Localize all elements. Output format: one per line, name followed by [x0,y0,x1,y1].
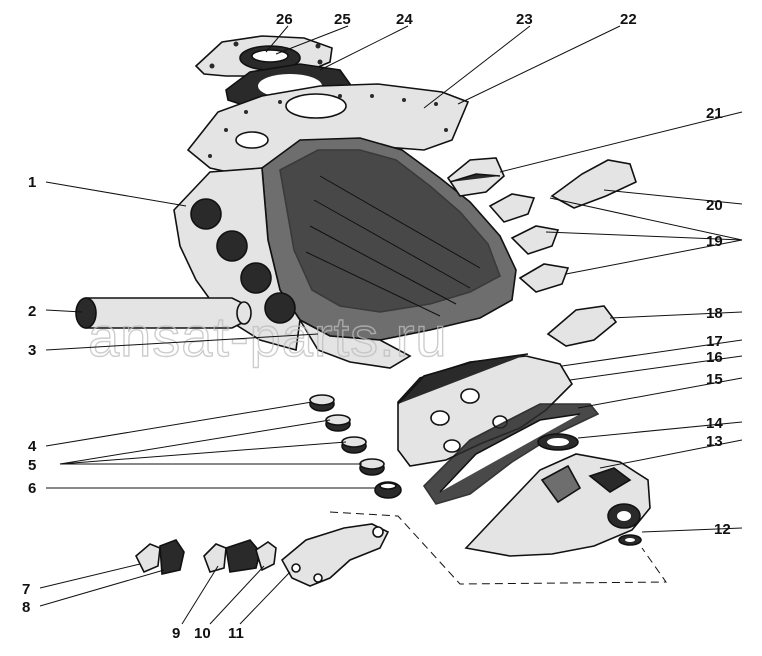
callout-13: 13 [706,433,723,450]
callout-numbers: 1 2 3 4 5 6 7 8 9 10 11 12 13 14 15 16 1… [22,11,731,642]
callout-17: 17 [706,333,723,350]
callout-8: 8 [22,599,30,616]
cylinder-block [173,137,517,369]
callout-22: 22 [620,11,637,28]
callout-20: 20 [706,197,723,214]
callout-5: 5 [28,457,36,474]
callout-10: 10 [194,625,211,642]
bracket-11 [280,523,390,587]
mount-9-10 [203,539,277,573]
rear-seal-housing [194,35,333,77]
callout-21: 21 [706,105,723,122]
callout-18: 18 [706,305,723,322]
cylinder-bores [190,198,296,324]
parts-drawing [75,35,667,587]
bracket-dashed-outline [329,511,667,585]
callout-7: 7 [22,581,30,598]
callout-6: 6 [28,480,36,497]
callout-3: 3 [28,342,36,359]
pump-housing-13 [464,453,651,557]
callout-9: 9 [172,625,180,642]
tube-part-2 [75,297,252,329]
callout-16: 16 [706,349,723,366]
callout-14: 14 [706,415,723,432]
callout-25: 25 [334,11,351,28]
callout-2: 2 [28,303,36,320]
callout-12: 12 [714,521,731,538]
mount-7-8 [135,539,185,575]
bushing-stack [309,394,402,499]
callout-23: 23 [516,11,533,28]
leader-lines [39,25,743,625]
callout-24: 24 [396,11,413,28]
callout-11: 11 [228,625,244,642]
callout-26: 26 [276,11,293,28]
callout-19: 19 [706,233,723,250]
seal-ring-14 [537,433,579,451]
ring-12 [618,534,642,546]
front-cover-assembly [397,353,600,505]
callout-1: 1 [28,174,36,191]
bearing-caps [446,157,637,347]
callout-15: 15 [706,371,723,388]
callout-4: 4 [28,438,37,455]
